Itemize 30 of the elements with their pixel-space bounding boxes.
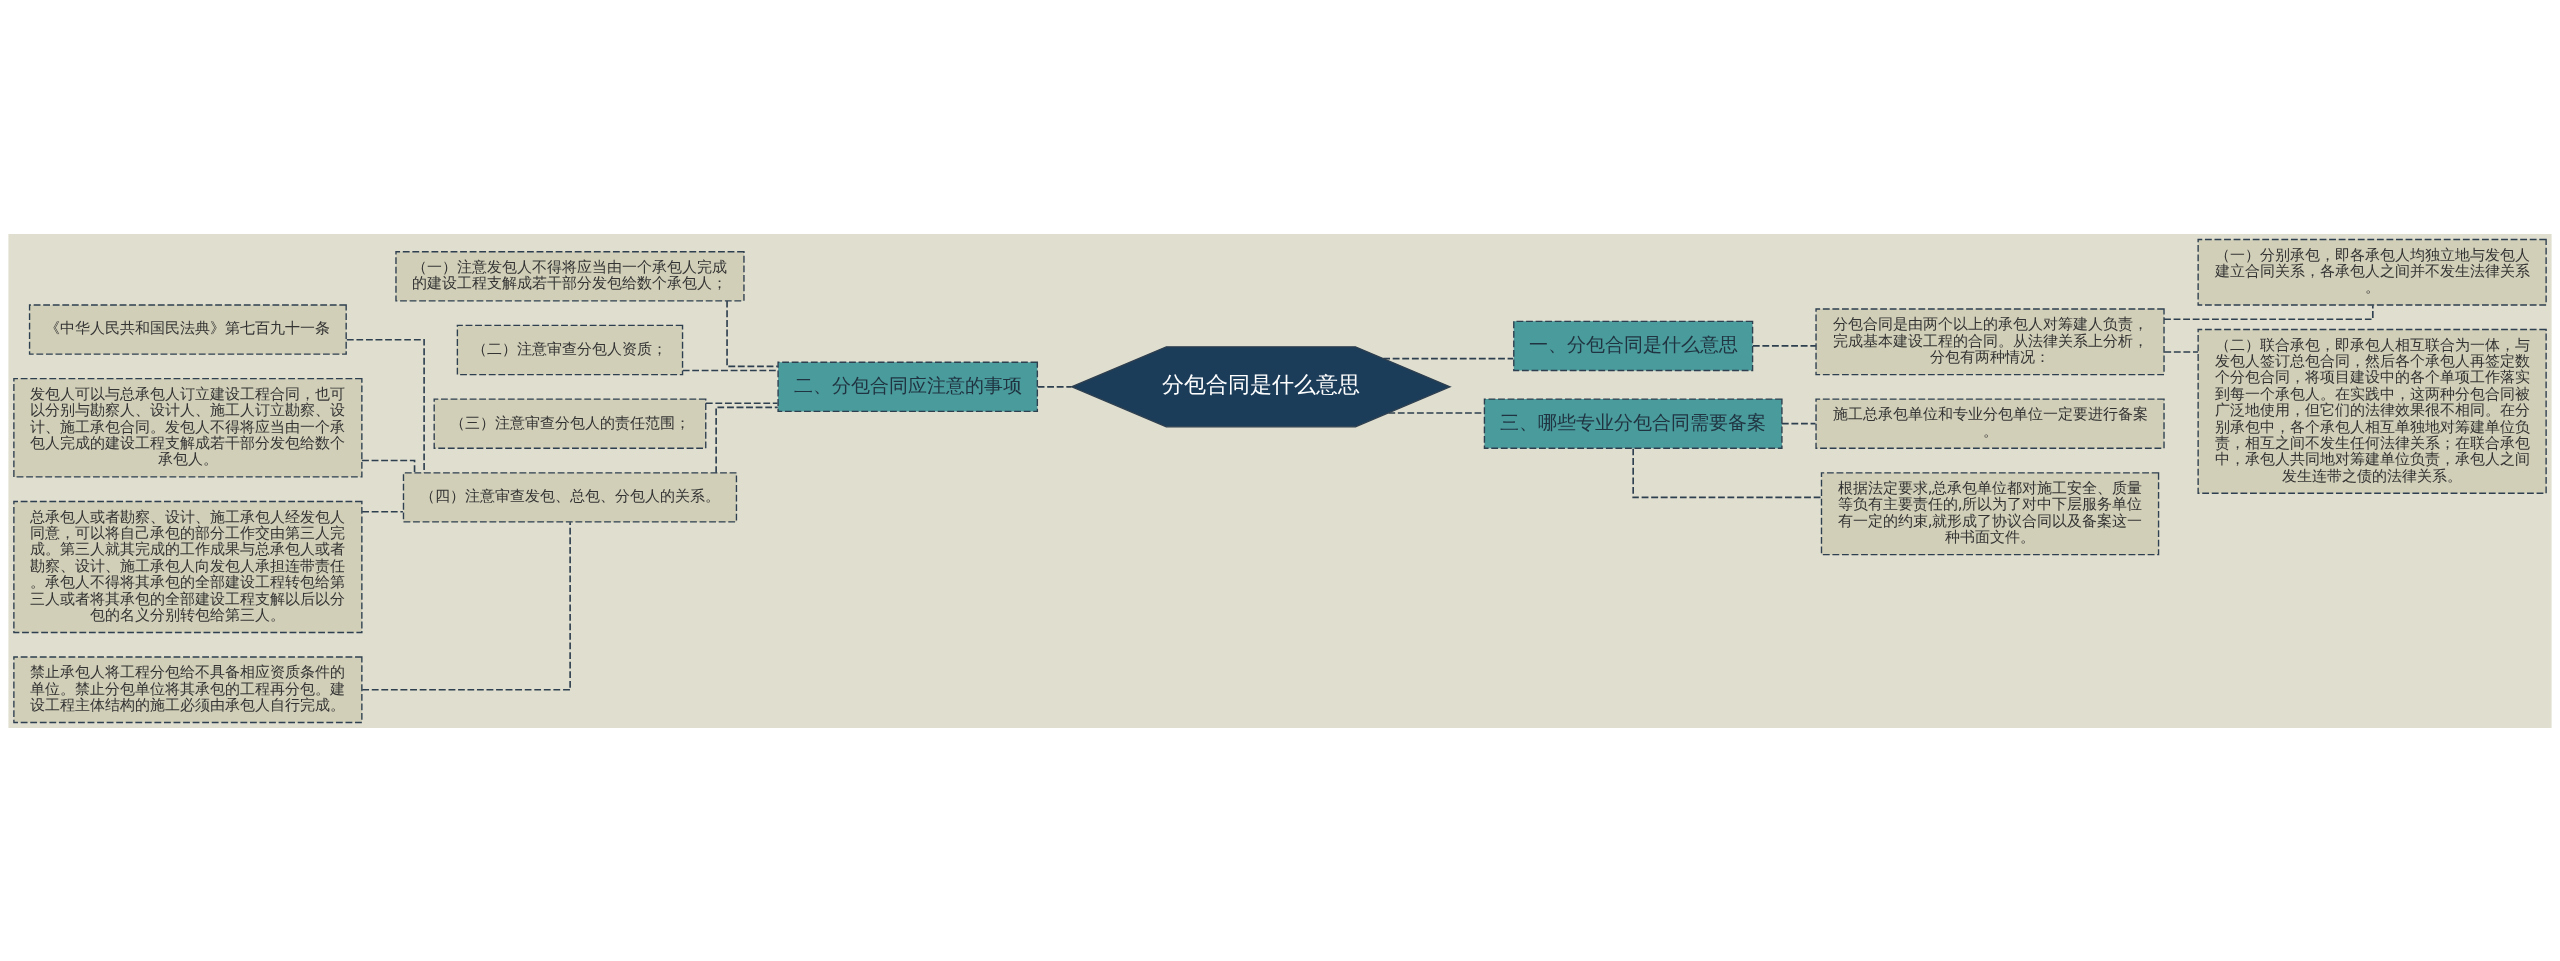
node-box: （一）分别承包，即各承包人均独立地与发包人建立合同关系，各承包人之间并不发生法律关系。 [2197,238,2547,306]
connector [1781,422,1817,424]
connector [1752,344,1817,347]
connector [361,459,416,473]
node-box: 《中华人民共和国民法典》第七百九十一条 [28,303,347,355]
connector [1036,385,1073,388]
node-box: （三）注意审查分包人的责任范围； [433,397,707,449]
connector [361,520,571,691]
connector [715,406,779,474]
connector [345,338,425,474]
node-box: （一）注意发包人不得将应当由一个承包人完成的建设工程支解成若干部分发包给数个承包人； [395,250,745,302]
node-box: 分包合同是由两个以上的承包人对筹建人负责，完成基本建设工程的合同。从法律关系上分析，分包有两种情况： [1815,307,2165,375]
node-box: 禁止承包人将工程分包给不具备相应资质条件的单位。禁止分包单位将其承包的工程再分包。建设工程主体结构的施工必须由承包人自行完成。 [13,655,363,723]
node-box: 发包人可以与总承包人订立建设工程合同，也可以分别与勘察人、设计人、施工人订立勘察、设计、施工承包合同。发包人不得将应当由一个承包人完成的建设工程支解成若干部分发包给数个承包人。 [13,377,363,478]
node-box: 总承包人或者勘察、设计、施工承包人经发包人同意，可以将自己承包的部分工作交由第三人完成。第三人就其完成的工作成果与总承包人或者勘察、设计、施工承包人向发包人承担连带责任。承包人不得将其承包的全部建设工程转包给第三人或者将其承包的全部建设工程支解以后以分包的名义分别转包给第三人。 [13,500,363,633]
node-box: （四）注意审查发包、总包、分包人的关系。 [402,471,738,523]
node-box: （二）注意审查分包人资质； [456,324,684,375]
node-box: 根据法定要求,总承包单位都对施工安全、质量等负有主要责任的,所以为了对中下层服务单位有一定的约束,就形成了协议合同以及备案这一种书面文件。 [1820,471,2160,555]
node-box: 三、哪些专业分包合同需要备案 [1483,397,1783,449]
node-box: 一、分包合同是什么意思 [1513,320,1754,371]
connector [705,401,779,404]
connector [361,510,404,512]
connector [2163,350,2199,353]
node-box: （二）联合承包，即承包人相互联合为一体，与发包人签订总包合同，然后各个承包人再签定数个分包合同，将项目建设中的各个单项工作落实到每一个承包人。在实践中，这两种分包合同被广泛地使用，但它们的法律效果很不相同。在分别承包中，各个承包人相互单独地对筹建单位负责，相互之间不发生任何法律关系；在联合承包中，承包人共同地对筹建单位负责，承包人之间发生连带之债的法律关系。 [2197,328,2547,494]
node-box: 施工总承包单位和专业分包单位一定要进行备案。 [1815,397,2165,449]
connector [1632,447,1822,498]
node-box: 二、分包合同应注意的事项 [777,361,1039,412]
connector [682,369,779,371]
connector [1382,357,1515,359]
connector [726,299,779,367]
